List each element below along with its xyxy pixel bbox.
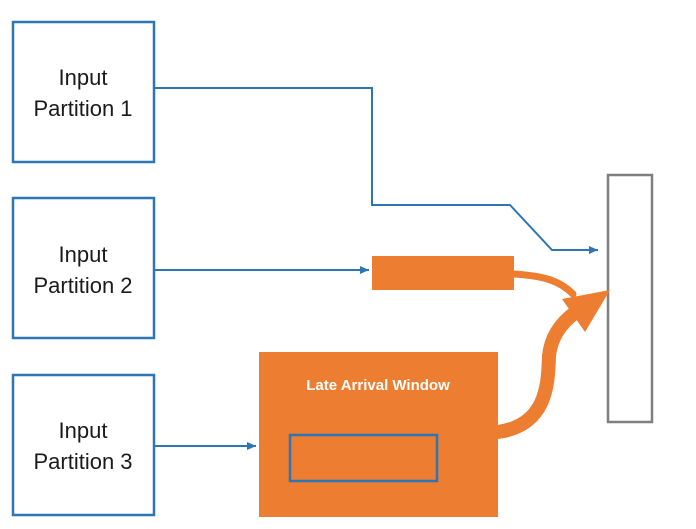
- late-window-inner-slot: [288, 433, 439, 483]
- buffer-bar[interactable]: [372, 256, 514, 290]
- output-box[interactable]: [606, 173, 654, 424]
- partition-label-line1: Input: [59, 242, 108, 267]
- input-partition-1[interactable]: Input Partition 1: [11, 20, 156, 164]
- late-window-title: Late Arrival Window: [306, 377, 450, 394]
- partition-box: [11, 196, 156, 340]
- curved-arrow-icon: [491, 305, 583, 439]
- late-arrival-window[interactable]: Late Arrival Window: [259, 352, 498, 517]
- input-partition-2[interactable]: Input Partition 2: [11, 196, 156, 340]
- partition-box: [11, 20, 156, 164]
- buffer-curve-arrow: [510, 270, 577, 298]
- partition-label-line2: Partition 1: [33, 96, 132, 121]
- input-partition-3[interactable]: Input Partition 3: [11, 373, 156, 517]
- partition-box: [11, 373, 156, 517]
- partition-label-line2: Partition 2: [33, 273, 132, 298]
- connector-partition-1: [154, 87, 598, 254]
- partition-label-line2: Partition 3: [33, 449, 132, 474]
- arrow-head-icon: [562, 290, 610, 332]
- partition-label-line1: Input: [59, 418, 108, 443]
- partition-label-line1: Input: [59, 65, 108, 90]
